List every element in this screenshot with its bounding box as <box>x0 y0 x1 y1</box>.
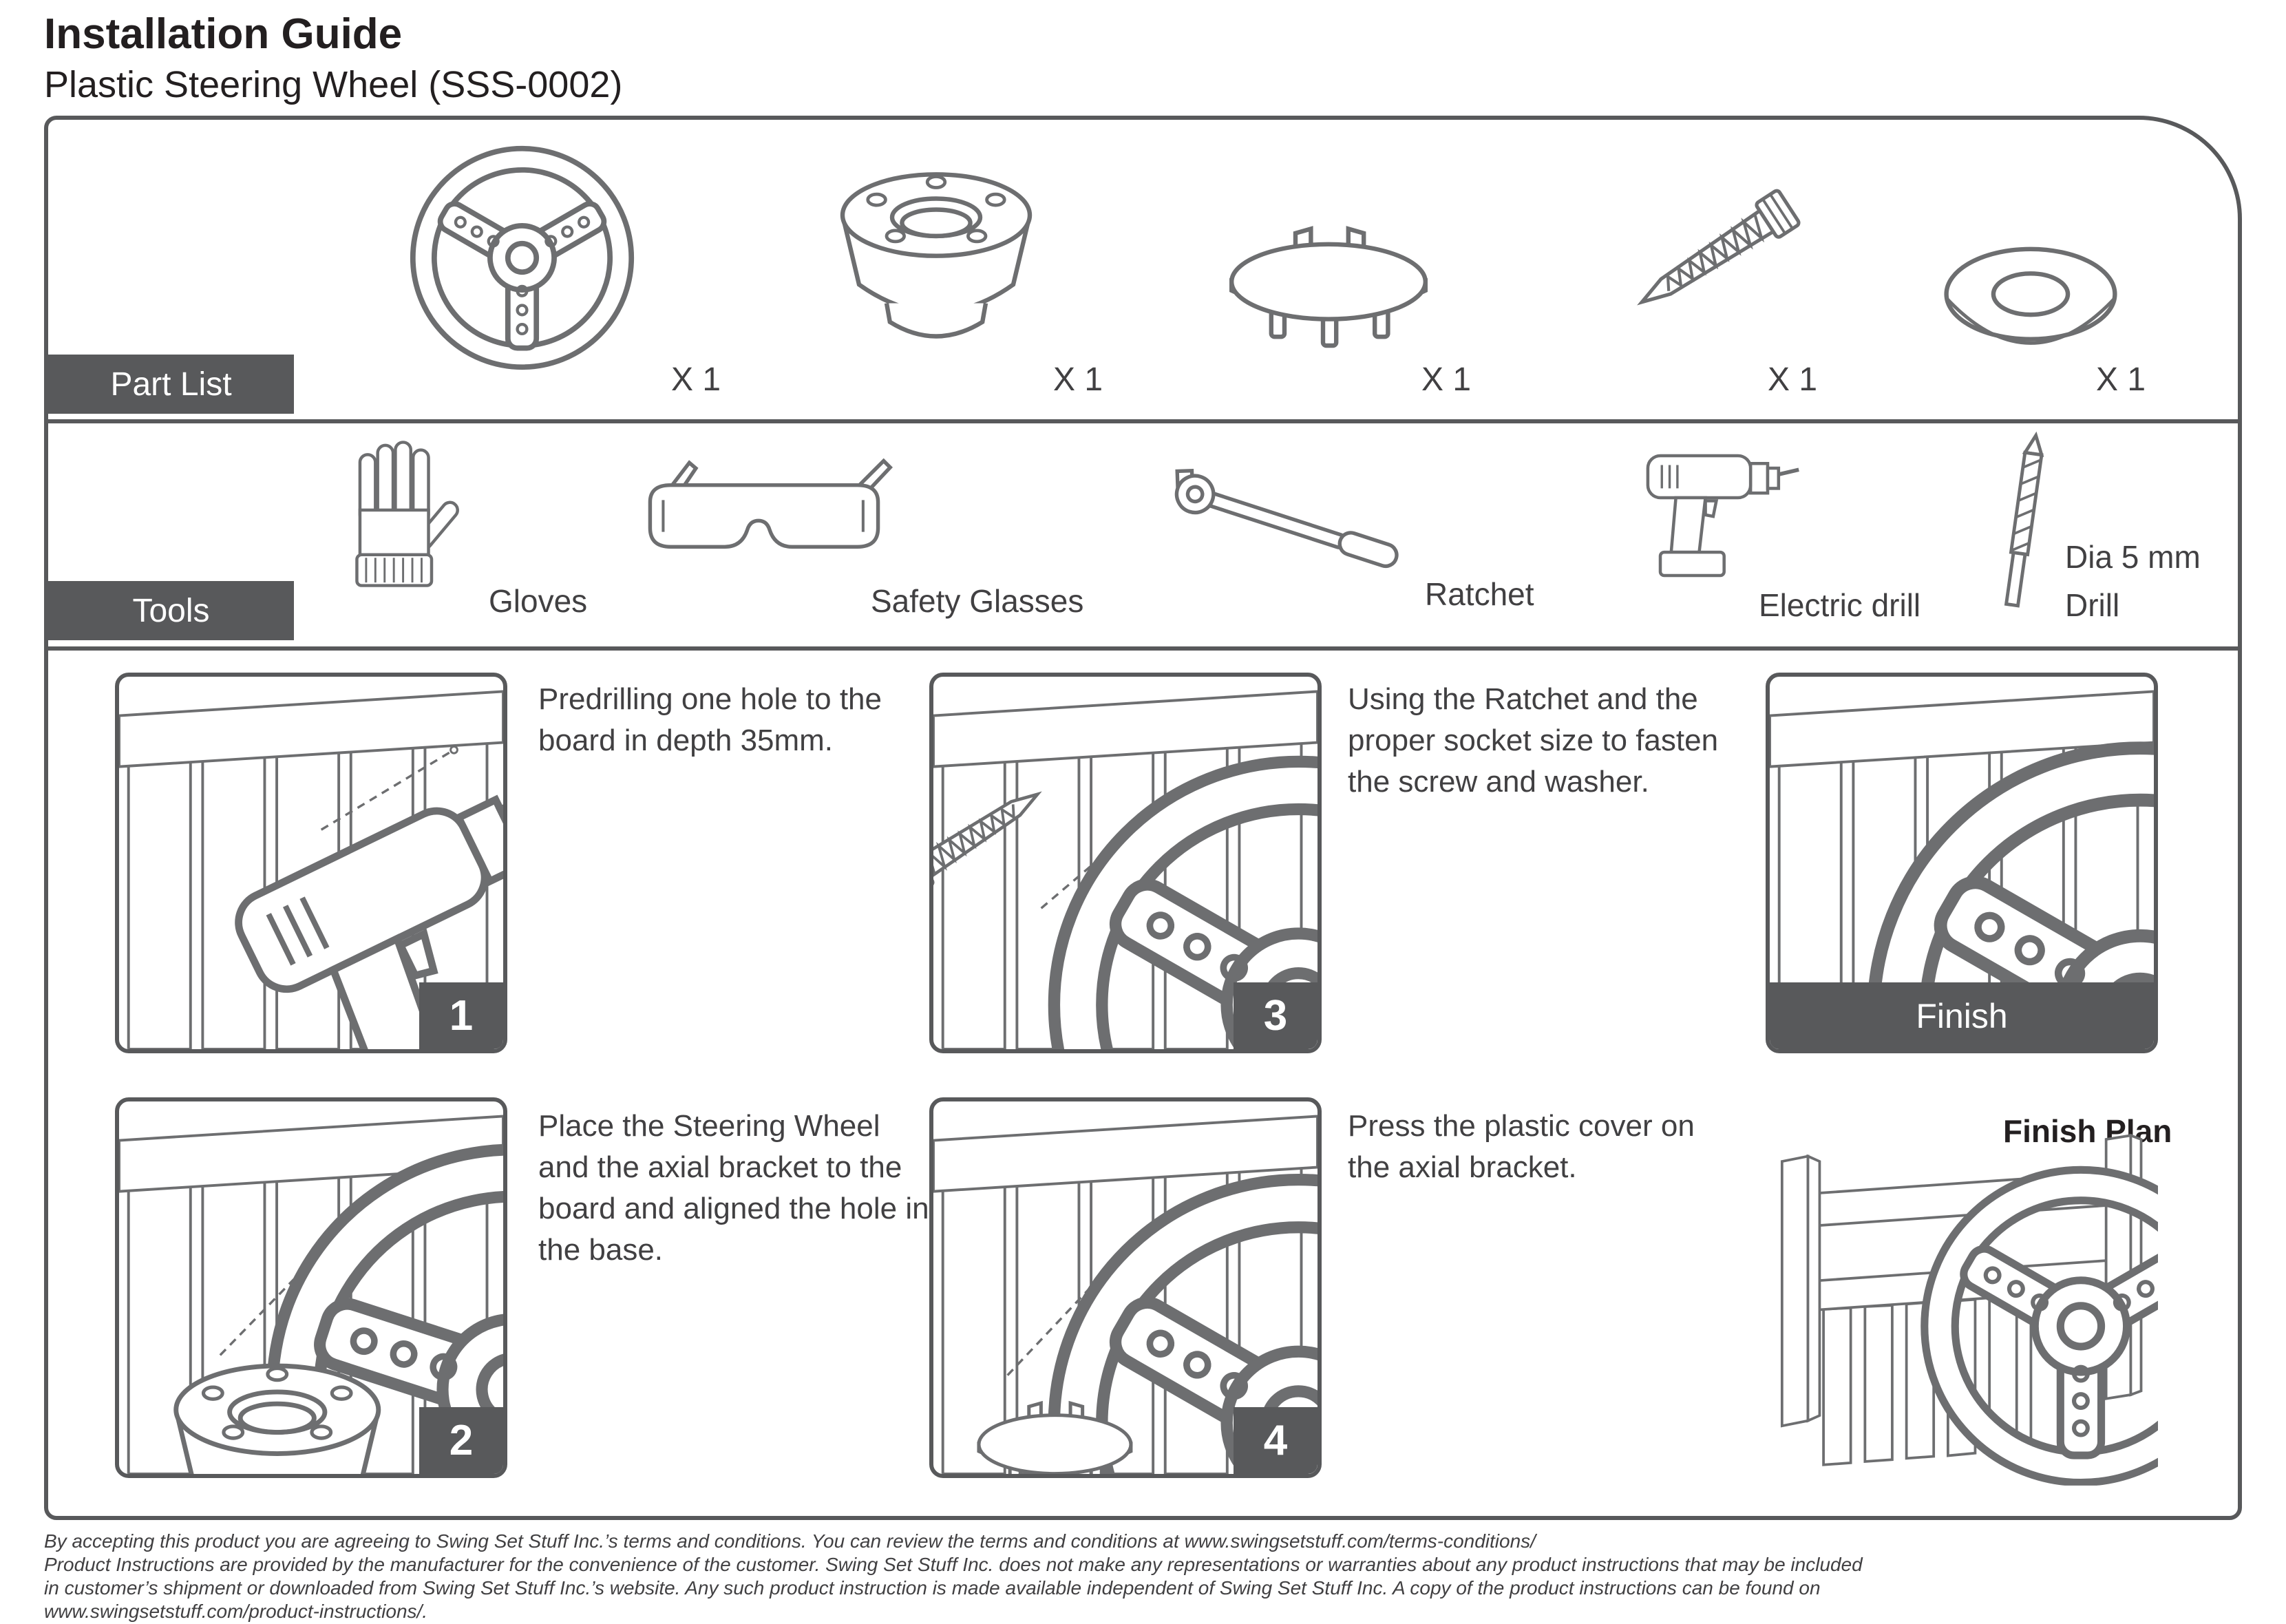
main-box: Part List X 1 X 1 X 1 X 1 X 1 Tools Glov… <box>44 116 2242 1520</box>
divider <box>48 646 2238 651</box>
plastic-cover-icon <box>1218 213 1439 357</box>
step-4-illustration <box>933 1101 1317 1474</box>
lag-screw-icon <box>1604 144 1817 371</box>
tool-item-ratchet <box>1143 449 1418 597</box>
step-panel-1: 1 <box>115 673 507 1053</box>
tool-item-drill-bit <box>1989 430 2058 614</box>
tool-label: Gloves <box>489 583 588 619</box>
tool-item-electric-drill <box>1624 430 1803 602</box>
tool-label: Electric drill <box>1759 587 1921 623</box>
step-number-badge: 1 <box>419 982 503 1049</box>
step-1-text: Predrilling one hole to the board in dep… <box>538 682 882 757</box>
electric-drill-icon <box>1624 430 1803 602</box>
tool-item-safety-glasses <box>633 442 895 590</box>
doc-subtitle: Plastic Steering Wheel (SSS-0002) <box>44 64 623 105</box>
step-4-text: Press the plastic cover on the axial bra… <box>1348 1109 1695 1184</box>
part-item-axial-bracket <box>826 158 1046 361</box>
part-qty: X 1 <box>1053 361 1103 398</box>
drill-bit-icon <box>1989 430 2058 614</box>
finish-plan-drawing <box>1769 1103 2158 1499</box>
divider <box>48 419 2238 423</box>
step-panel-2: 2 <box>115 1097 507 1478</box>
step-3-text: Using the Ratchet and the proper socket … <box>1348 682 1719 799</box>
step-2-illustration <box>119 1101 503 1474</box>
safety-glasses-icon <box>633 442 895 590</box>
doc-title: Installation Guide <box>44 10 403 58</box>
finish-panel: Finish <box>1766 673 2158 1053</box>
tools-label: Tools <box>48 581 294 640</box>
tool-label: Drill <box>2065 587 2120 623</box>
part-qty: X 1 <box>1768 361 1818 398</box>
steering-wheel-icon <box>403 139 641 377</box>
finish-label-bar: Finish <box>1770 982 2154 1049</box>
footer-line: www.swingsetstuff.com/product-instructio… <box>44 1601 428 1622</box>
tool-label: Safety Glasses <box>871 583 1084 619</box>
footer-line: Product Instructions are provided by the… <box>44 1554 1863 1575</box>
ratchet-icon <box>1143 449 1418 597</box>
part-list-label: Part List <box>48 355 294 414</box>
step-3-illustration <box>933 677 1317 1049</box>
tool-item-gloves <box>310 433 489 595</box>
tool-label: Dia 5 mm <box>2065 539 2201 575</box>
part-qty: X 1 <box>2096 361 2146 398</box>
part-qty: X 1 <box>1421 361 1472 398</box>
step-number-badge: 3 <box>1234 982 1317 1049</box>
step-1-illustration <box>119 677 503 1049</box>
footer-line: in customer’s shipment or downloaded fro… <box>44 1577 1821 1599</box>
axial-bracket-icon <box>826 158 1046 361</box>
step-panel-3: 3 <box>929 673 1322 1053</box>
washer-icon <box>1927 233 2134 361</box>
step-number-badge: 4 <box>1234 1407 1317 1474</box>
part-item-steering-wheel <box>403 139 641 377</box>
part-item-plastic-cover <box>1218 213 1439 357</box>
gloves-icon <box>310 433 489 595</box>
footer: By accepting this product you are agreei… <box>44 1530 2247 1623</box>
finish-plan-illustration <box>1769 1103 2158 1499</box>
step-panel-4: 4 <box>929 1097 1322 1478</box>
footer-line: By accepting this product you are agreei… <box>44 1530 1536 1552</box>
step-number-badge: 2 <box>419 1407 503 1474</box>
part-item-washer <box>1927 233 2134 361</box>
tool-label: Ratchet <box>1425 576 1534 612</box>
step-2-text: Place the Steering Wheel and the axial b… <box>538 1109 929 1267</box>
part-qty: X 1 <box>671 361 721 398</box>
part-item-lag-screw <box>1604 144 1817 371</box>
finish-plan-label: Finish Plan <box>2003 1113 2172 1149</box>
